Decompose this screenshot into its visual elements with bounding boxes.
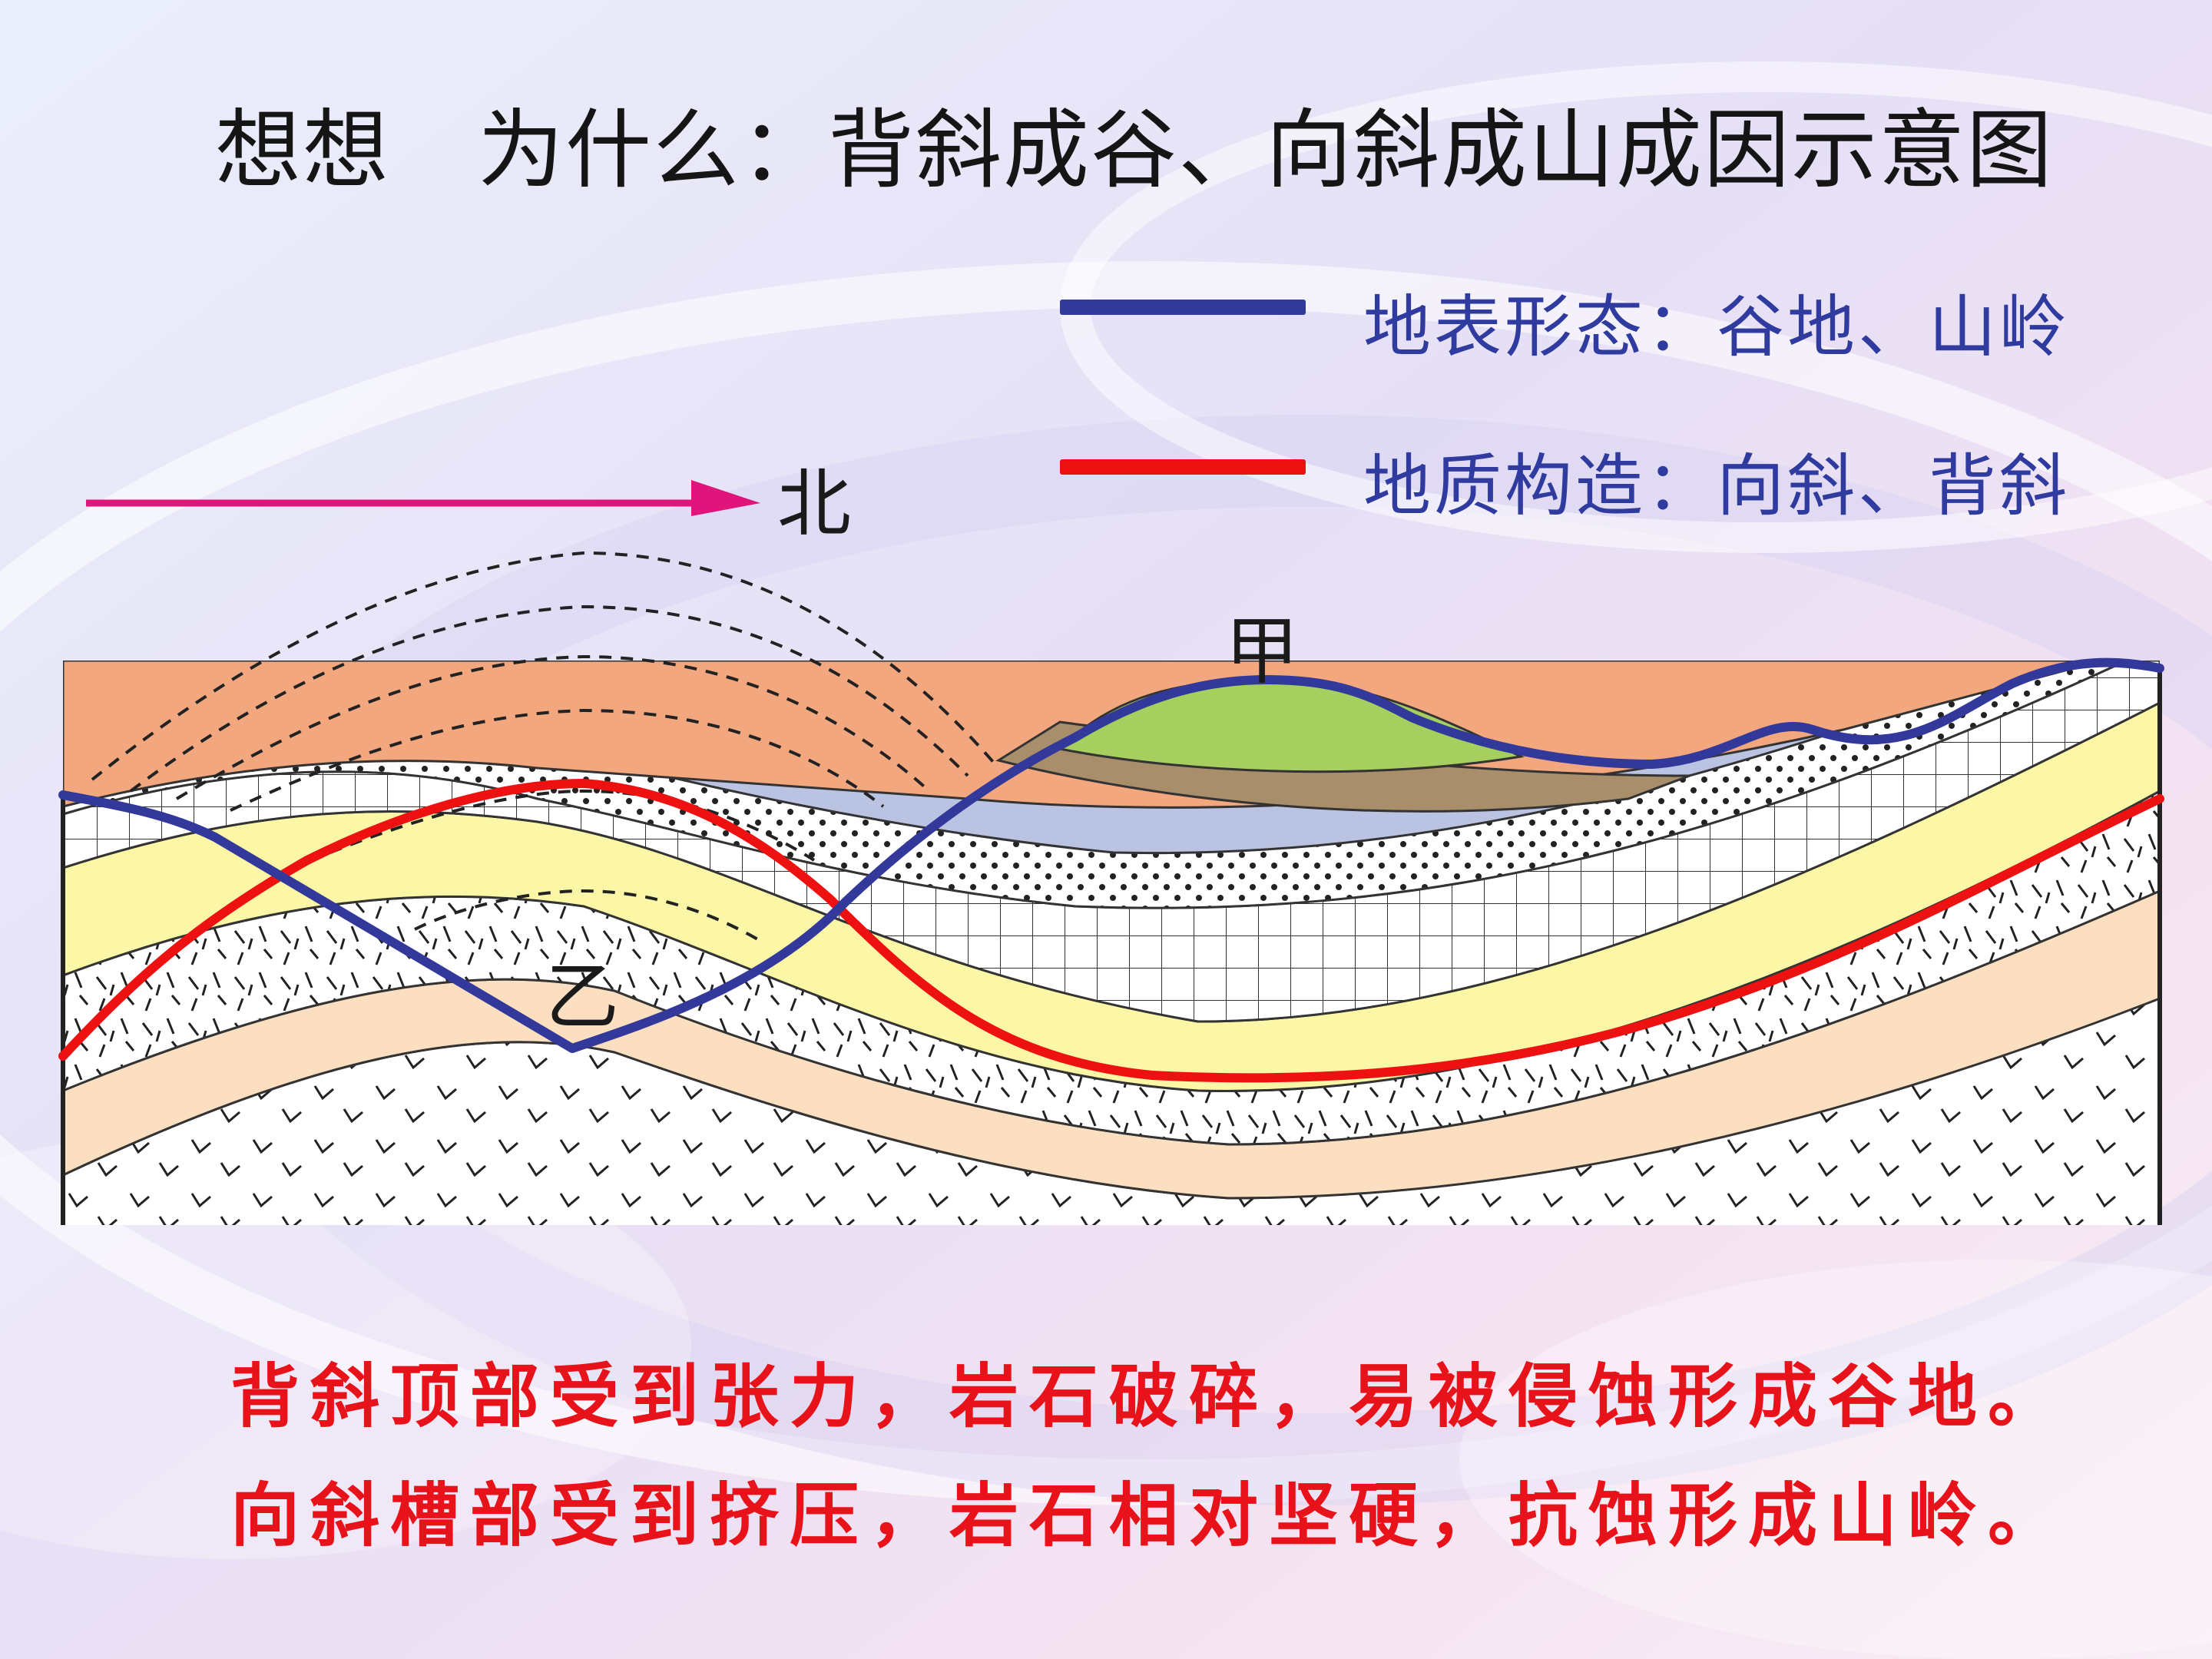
legend-surface-line [1060,300,1306,315]
legend-structure-line [1060,459,1306,475]
north-arrow-head [691,480,760,516]
layer-green [1057,678,1525,773]
rock-strata [63,661,2160,1225]
north-label: 北 [777,461,851,547]
legend-surface-label: 地表形态：谷地、山岭 [1363,287,2071,366]
eroded-layers [91,551,1000,942]
label-yi: 乙 [545,954,619,1040]
label-jia: 甲 [1225,608,1299,694]
slide-title: 想想 为什么：背斜成谷、向斜成山成因示意图 [215,101,2054,200]
caption-anticline: 背斜顶部受到张力，岩石破碎，易被侵蚀形成谷地。 [230,1356,2068,1437]
legend-structure-label: 地质构造：向斜、背斜 [1363,446,2071,525]
caption-syncline: 向斜槽部受到挤压，岩石相对坚硬，抗蚀形成山岭。 [230,1475,2068,1556]
structure-line [58,778,2164,1083]
surface-line [58,657,2164,1053]
